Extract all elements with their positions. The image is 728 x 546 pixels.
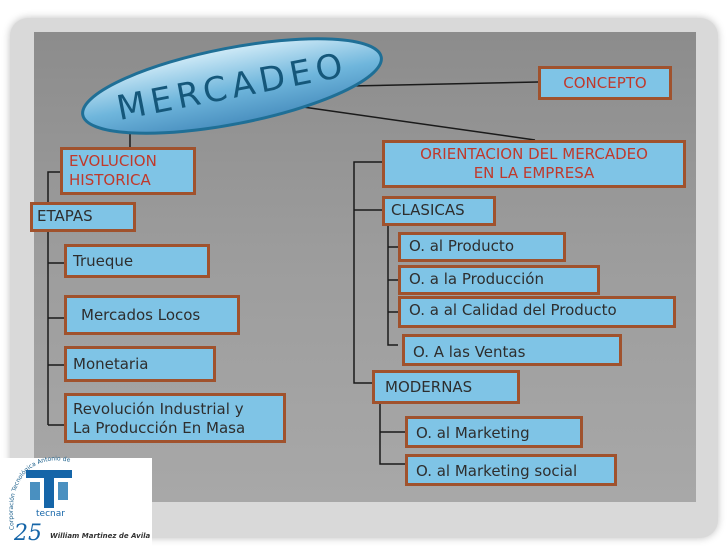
evolucion-line1: EVOLUCION	[69, 152, 157, 170]
clasicas-spine-line	[387, 222, 398, 346]
orientation-item-ventas[interactable]: O. A las Ventas	[402, 334, 622, 366]
orientation-item-calidad[interactable]: O. a al Calidad del Producto	[398, 296, 676, 328]
stage-label-line2: La Producción En Masa	[73, 419, 246, 437]
logo-area	[0, 458, 152, 546]
logo-author: William Martinez de Avila	[50, 532, 150, 540]
stage-item-mercados-locos[interactable]: Mercados Locos	[64, 295, 240, 335]
evolucion-bracket-line	[47, 171, 60, 215]
stage-item-monetaria[interactable]: Monetaria	[64, 346, 216, 382]
stage-label-line1: Revolución Industrial y	[73, 400, 244, 418]
etapas-label: ETAPAS	[37, 207, 93, 225]
evolucion-historica-box[interactable]: EVOLUCION HISTORICA	[60, 147, 196, 195]
orientacion-line1: ORIENTACION DEL MERCADEO	[420, 145, 648, 163]
modernas-label: MODERNAS	[385, 378, 473, 396]
orientation-label: O. al Producto	[409, 237, 514, 255]
orientation-label: O. al Marketing	[416, 424, 530, 442]
title-to-concepto-line	[349, 81, 539, 87]
orientation-item-marketing-social[interactable]: O. al Marketing social	[405, 454, 617, 486]
orientation-label: O. al Marketing social	[416, 462, 578, 480]
concepto-box[interactable]: CONCEPTO	[538, 66, 672, 100]
modernas-spine-line	[379, 400, 405, 465]
stage-item-trueque[interactable]: Trueque	[64, 244, 210, 278]
logo-name: tecnar	[36, 509, 65, 519]
orientacion-line2: EN LA EMPRESA	[473, 164, 595, 182]
orientation-item-produccion[interactable]: O. a la Producción	[398, 265, 600, 295]
stage-label: Monetaria	[73, 355, 149, 373]
orientation-label: O. a la Producción	[409, 270, 544, 288]
orientation-item-producto[interactable]: O. al Producto	[398, 232, 566, 262]
orientation-label: O. A las Ventas	[413, 343, 526, 361]
clasicas-box[interactable]: CLASICAS	[382, 196, 496, 226]
tecnar-t-icon	[26, 470, 72, 508]
orientation-item-marketing[interactable]: O. al Marketing	[405, 416, 583, 448]
orientacion-box[interactable]: ORIENTACION DEL MERCADEO EN LA EMPRESA	[382, 140, 686, 188]
title-to-orientacion-line	[281, 103, 536, 141]
orientation-label: O. a al Calidad del Producto	[409, 301, 617, 319]
stage-label: Mercados Locos	[81, 306, 201, 324]
stage-item-revolucion-industrial[interactable]: Revolución Industrial y La Producción En…	[64, 393, 286, 443]
modernas-box[interactable]: MODERNAS	[372, 370, 520, 404]
concepto-label: CONCEPTO	[563, 74, 647, 92]
orientacion-spine-line	[353, 161, 382, 384]
clasicas-label: CLASICAS	[391, 201, 465, 219]
logo-number: 25	[13, 521, 42, 546]
evolucion-line2: HISTORICA	[69, 171, 151, 189]
logo-org-text: Corporación Tecnológica Antonio de Aréva…	[0, 0, 71, 531]
stage-label: Trueque	[73, 252, 134, 270]
etapas-box[interactable]: ETAPAS	[30, 202, 136, 232]
